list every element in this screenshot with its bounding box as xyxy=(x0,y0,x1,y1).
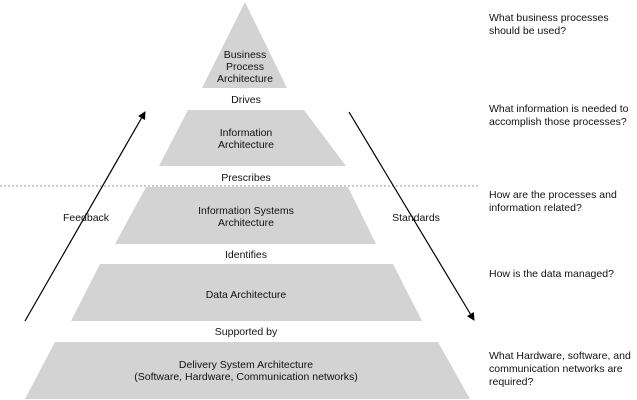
question-delivery-system: What Hardware, software, and communicati… xyxy=(489,350,631,388)
tier-data xyxy=(71,264,422,321)
tier-business-process xyxy=(202,2,287,88)
tier-label-data: Data Architecture xyxy=(205,289,287,301)
standards-label: Standards xyxy=(392,212,440,224)
tier-label-information: Information Architecture xyxy=(217,127,275,151)
question-data: How is the data managed? xyxy=(489,268,614,280)
standards-arrow xyxy=(348,111,475,321)
question-information-systems: How are the processes and information re… xyxy=(489,189,617,214)
connector-supported-by: Supported by xyxy=(214,326,278,338)
connector-identifies: Identifies xyxy=(224,249,268,261)
tier-delivery-system xyxy=(25,342,470,399)
tier-label-business-process: Business Process Architecture xyxy=(216,49,274,85)
connector-prescribes: Prescribes xyxy=(221,172,271,184)
question-information: What information is needed to accomplish… xyxy=(489,103,629,128)
feedback-label: Feedback xyxy=(62,212,110,224)
connector-drives: Drives xyxy=(231,94,261,106)
feedback-arrow xyxy=(24,111,146,322)
tier-information-systems xyxy=(115,187,376,244)
tier-label-delivery-system: Delivery System Architecture (Software, … xyxy=(134,359,358,383)
question-business-process: What business processes should be used? xyxy=(489,12,609,37)
tier-information xyxy=(159,110,346,166)
tier-label-information-systems: Information Systems Architecture xyxy=(198,205,294,229)
